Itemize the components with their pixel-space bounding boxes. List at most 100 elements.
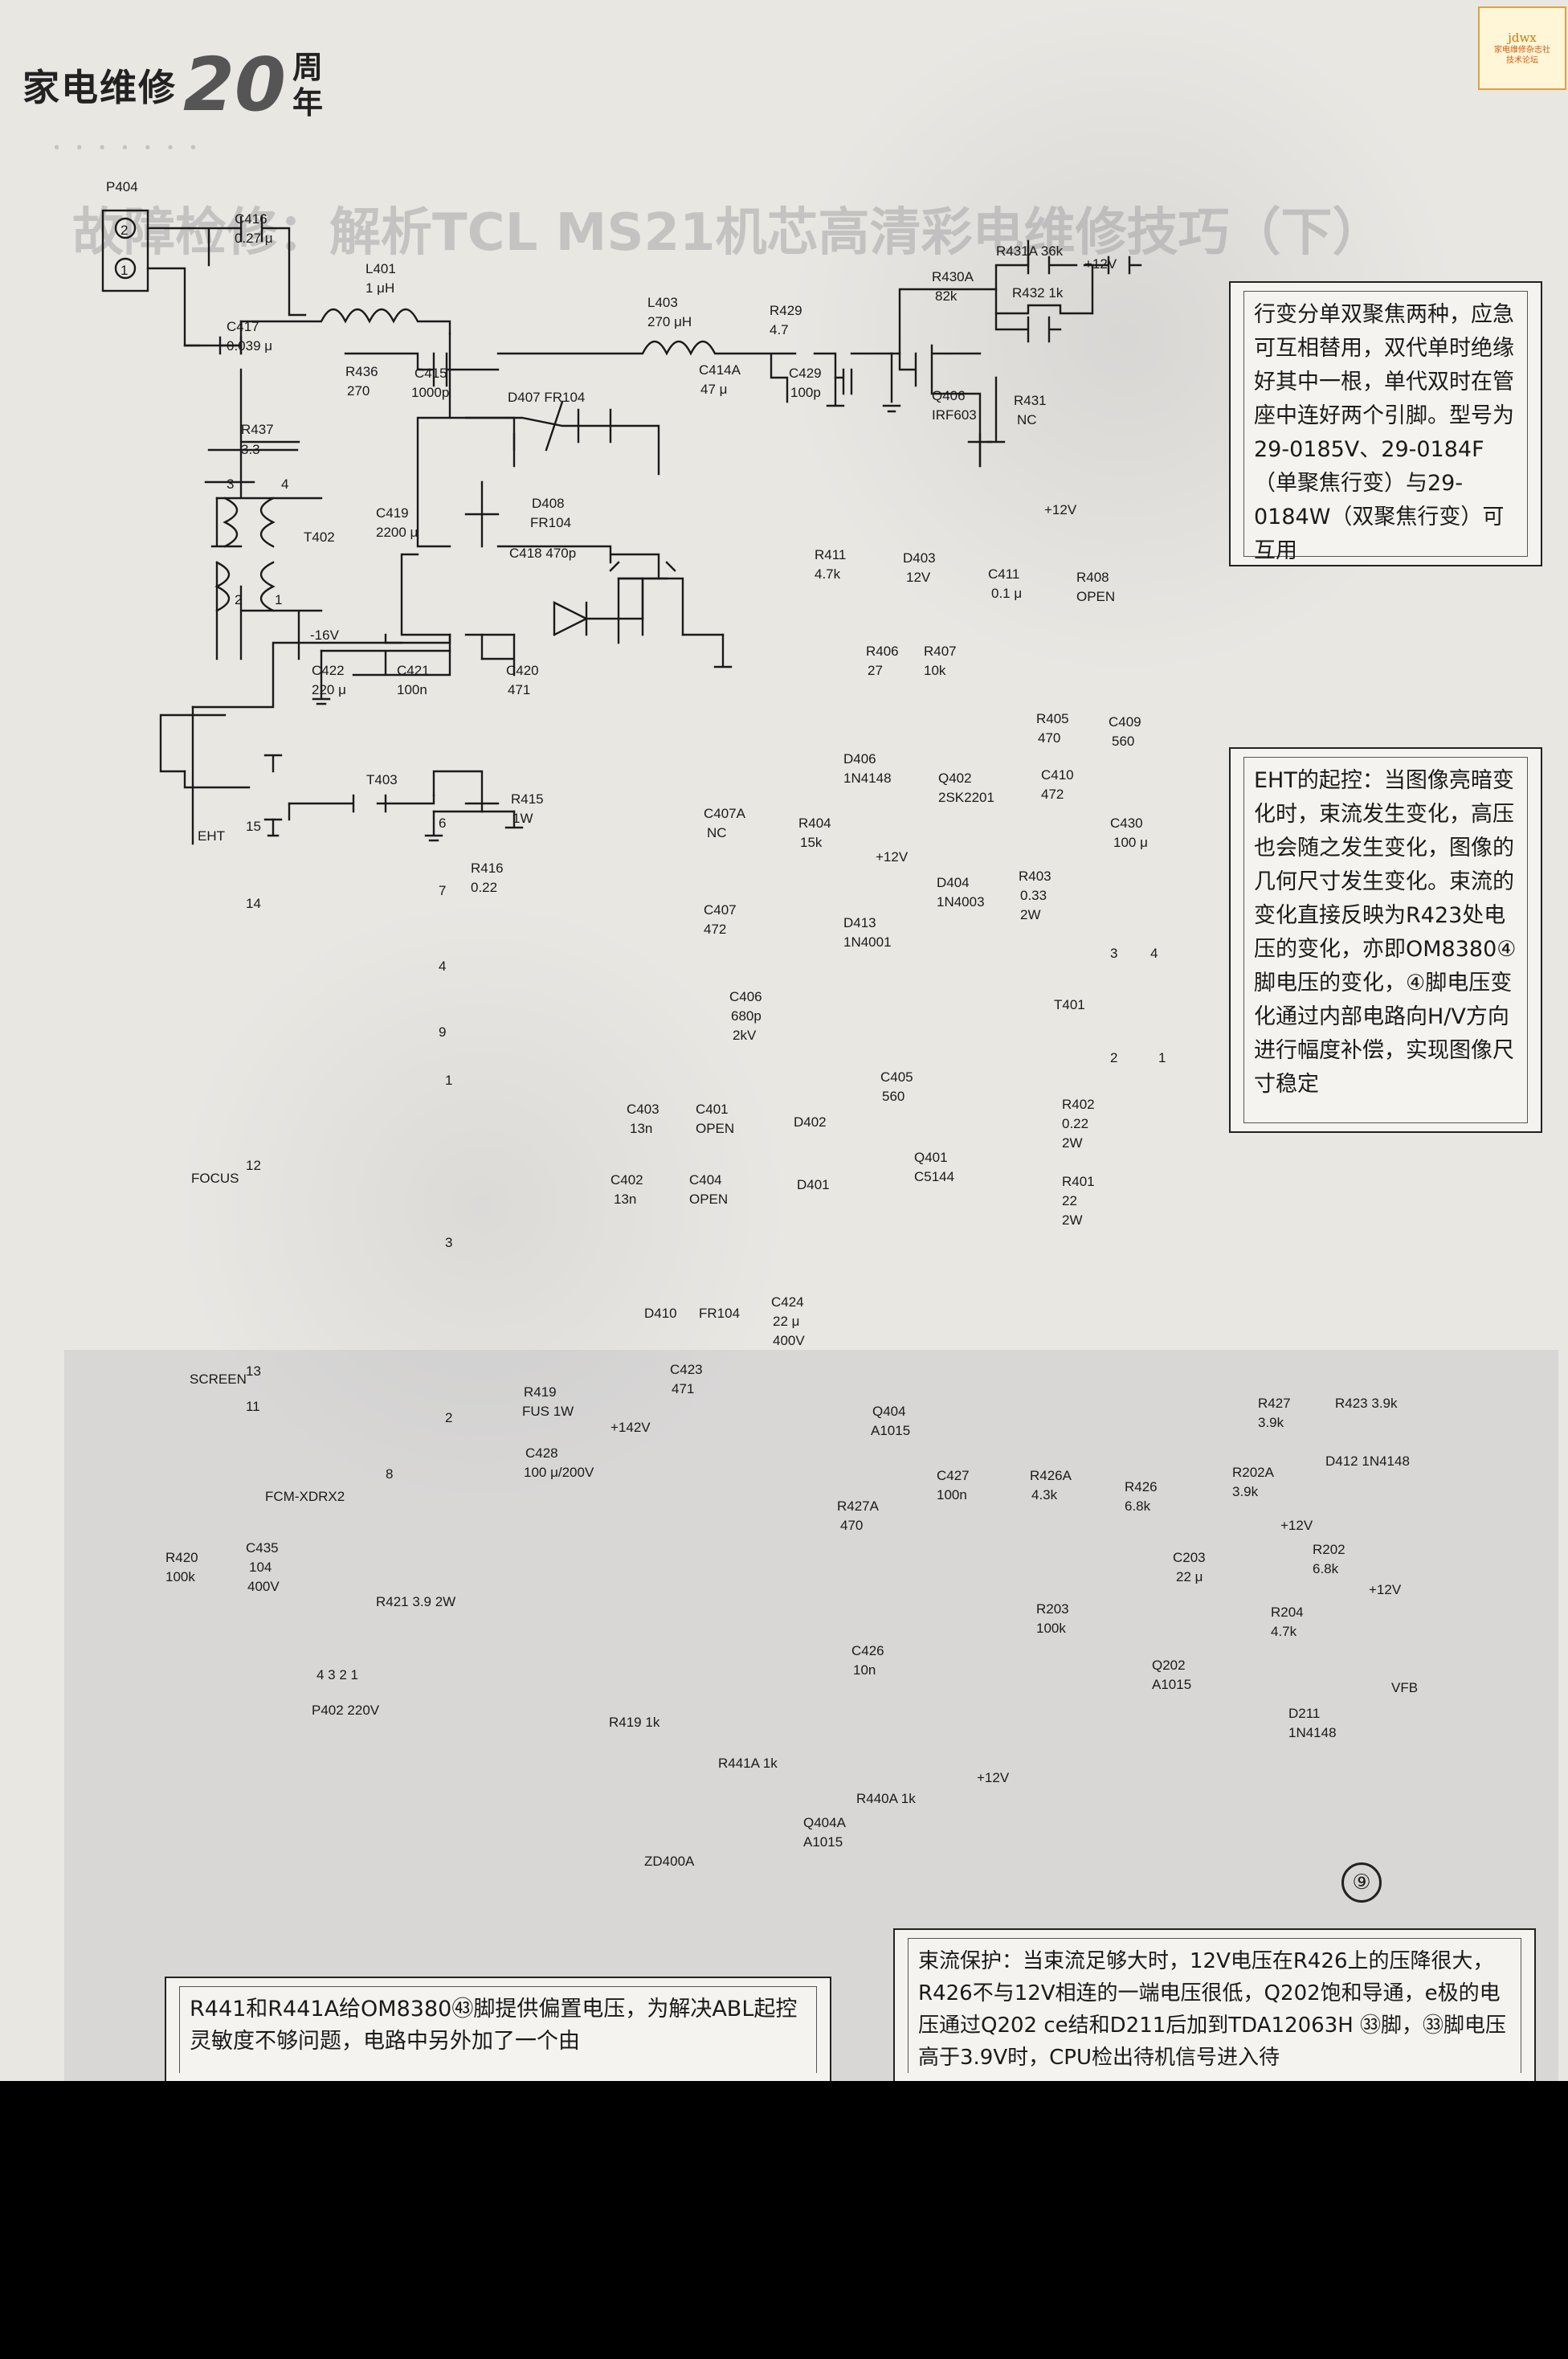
component-label-d407: D407 FR104: [508, 390, 585, 405]
component-label-p12: 12: [246, 1158, 261, 1173]
component-label-c428: C428: [525, 1445, 558, 1461]
component-label-p4: 4: [439, 959, 446, 974]
component-label-d410v: FR104: [699, 1306, 740, 1321]
component-label-r203v: 100k: [1036, 1621, 1066, 1636]
component-label-l401v: 1 μH: [365, 280, 394, 296]
component-label-r426av: 4.3k: [1031, 1487, 1058, 1502]
component-label-c435v: 104: [249, 1560, 272, 1575]
component-label-q404av: A1015: [803, 1834, 843, 1850]
p404-pin-1: [114, 257, 137, 280]
component-label-r419b: R419 1k: [609, 1715, 660, 1730]
component-label-c407v: 472: [704, 922, 726, 937]
component-label-t401_1: 1: [1158, 1050, 1166, 1065]
component-label-c203: C203: [1173, 1550, 1206, 1565]
seal-line-2: 技术论坛: [1506, 56, 1538, 65]
component-label-q406: Q406: [932, 388, 966, 403]
component-label-r402v: 0.22: [1062, 1116, 1088, 1131]
component-label-r426a: R426A: [1030, 1468, 1072, 1483]
component-label-t402: T402: [304, 529, 335, 545]
component-label-p1: 1: [445, 1073, 452, 1088]
figure-number: ⑨: [1341, 1862, 1382, 1903]
component-label-r404v: 15k: [800, 835, 823, 850]
bleed-through-text-1: ・ ・ ・ ・ ・ ・ ・: [48, 138, 202, 157]
component-label-r437: R437: [241, 422, 274, 437]
component-label-c409v: 560: [1112, 734, 1134, 749]
component-label-r415: R415: [511, 791, 544, 807]
component-label-p404_2: 2: [120, 223, 128, 238]
component-label-q401: Q401: [914, 1150, 948, 1165]
component-label-r202a: R202A: [1232, 1465, 1275, 1480]
component-label-r402: R402: [1062, 1097, 1095, 1112]
component-label-r432: R432 1k: [1012, 285, 1064, 300]
component-label-r423: R423 3.9k: [1335, 1396, 1398, 1411]
component-label-r401v: 22: [1062, 1193, 1077, 1208]
component-label-c423v: 471: [672, 1381, 694, 1396]
component-label-t401: T401: [1054, 997, 1085, 1012]
component-label-c415v: 1000p: [411, 385, 449, 400]
component-label-l403: L403: [647, 295, 678, 310]
component-label-r416: R416: [471, 861, 504, 876]
component-label-q402: Q402: [938, 771, 972, 786]
component-label-c405: C405: [880, 1069, 913, 1085]
component-label-r415v: 1W: [512, 811, 533, 826]
component-label-c435w: 400V: [247, 1579, 280, 1594]
component-label-r427av: 470: [840, 1518, 863, 1533]
bleed-through-title: 故障检修：解析TCL MS21机芯高清彩电维修技巧（下）: [72, 203, 1384, 263]
component-label-c427: C427: [937, 1468, 970, 1483]
component-label-c402v: 13n: [614, 1192, 636, 1207]
component-label-r411v: 4.7k: [815, 566, 841, 582]
component-label-d413: D413: [843, 915, 876, 930]
component-label-r202v: 6.8k: [1313, 1561, 1339, 1576]
component-label-r436v: 270: [347, 383, 370, 399]
component-label-p404: P404: [106, 179, 138, 194]
component-label-d401: D401: [797, 1177, 830, 1192]
component-label-d404v: 1N4003: [937, 894, 985, 910]
component-label-p3: 3: [445, 1235, 452, 1250]
component-label-r427a: R427A: [837, 1498, 880, 1514]
component-label-d406: D406: [843, 751, 876, 767]
component-label-d211v: 1N4148: [1288, 1725, 1337, 1740]
component-label-r408: R408: [1076, 570, 1109, 585]
component-label-c424v: 22 μ: [773, 1314, 799, 1329]
component-label-r407: R407: [924, 644, 957, 659]
component-label-vfb: VFB: [1391, 1680, 1418, 1695]
note-beam-protection: 束流保护：当束流足够大时，12V电压在R426上的压降很大，R426不与12V相…: [893, 1928, 1536, 2081]
component-label-c404v: OPEN: [689, 1192, 728, 1207]
component-label-c402: C402: [610, 1172, 643, 1188]
component-label-p404_1: 1: [120, 263, 128, 278]
component-label-c428v: 100 μ/200V: [524, 1465, 594, 1480]
component-label-r204v: 4.7k: [1271, 1624, 1297, 1639]
component-label-l403v: 270 μH: [647, 314, 692, 329]
component-label-r203: R203: [1036, 1601, 1069, 1617]
component-label-c417: C417: [227, 319, 259, 334]
component-label-r401: R401: [1062, 1174, 1095, 1189]
component-label-r427: R427: [1258, 1396, 1291, 1411]
component-label-q202v: A1015: [1152, 1677, 1191, 1692]
magazine-name: 家电维修: [22, 66, 177, 109]
component-label-c410v: 472: [1041, 787, 1064, 802]
component-label-p12e: +12V: [1369, 1582, 1402, 1597]
component-label-p13: 13: [246, 1363, 261, 1379]
component-label-c430v: 100 μ: [1113, 835, 1148, 850]
component-label-c419v: 2200 μ: [376, 525, 418, 540]
component-label-d412: D412 1N4148: [1325, 1453, 1410, 1469]
component-label-q404a: Q404A: [803, 1815, 847, 1830]
component-label-p402pins: 4 3 2 1: [316, 1667, 358, 1682]
component-label-eht: EHT: [198, 828, 225, 844]
component-label-p12d: +12V: [1280, 1518, 1313, 1533]
magazine-page: ・ ・ ・ ・ ・ ・ ・ 故障检修：解析TCL MS21机芯高清彩电维修技巧（…: [0, 0, 1568, 2081]
component-label-c406w: 2kV: [733, 1028, 757, 1043]
component-label-c414av: 47 μ: [700, 382, 727, 397]
component-label-r430av: 82k: [935, 288, 958, 304]
component-label-c422v: 220 μ: [312, 682, 346, 697]
component-label-c203v: 22 μ: [1176, 1569, 1203, 1584]
component-label-c406: C406: [729, 989, 762, 1004]
component-label-c416: C416: [235, 211, 267, 227]
component-label-r421: R421 3.9 2W: [376, 1594, 455, 1609]
component-label-d403: D403: [903, 550, 936, 566]
component-label-c409: C409: [1109, 714, 1141, 730]
component-label-p12c: +12V: [876, 849, 909, 865]
component-label-r405v: 470: [1038, 730, 1060, 746]
component-label-c426v: 10n: [853, 1662, 876, 1678]
